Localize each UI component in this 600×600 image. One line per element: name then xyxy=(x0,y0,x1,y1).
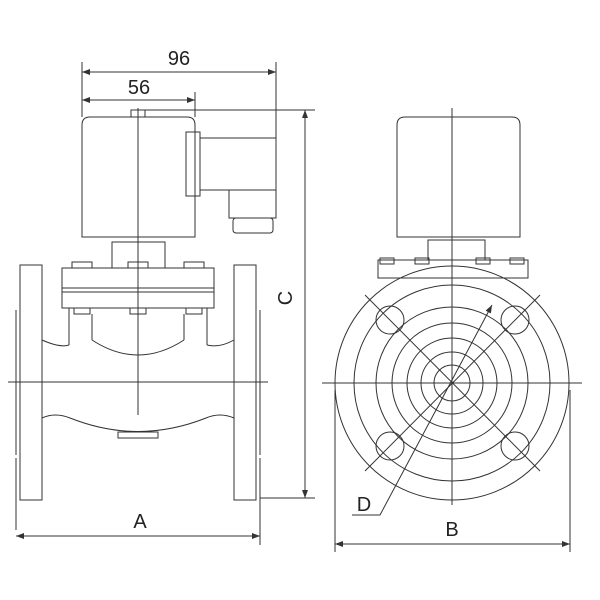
connector-box xyxy=(199,137,277,191)
bolt-hole xyxy=(375,305,405,335)
drain-plug xyxy=(117,431,159,439)
bolt-hole xyxy=(500,305,530,335)
bolt-hole xyxy=(375,431,405,461)
dim-d: D xyxy=(357,494,371,516)
connector-gland xyxy=(228,189,277,219)
dim-96: 96 xyxy=(168,48,190,70)
connector-cap xyxy=(232,217,274,234)
dim-56: 56 xyxy=(128,77,150,99)
dim-b: B xyxy=(445,519,458,541)
dimension-lines xyxy=(16,62,571,552)
dim-c: C xyxy=(275,291,297,305)
front-view xyxy=(322,108,582,505)
connector-plate xyxy=(185,131,201,197)
bolt-hole xyxy=(500,431,530,461)
coil xyxy=(81,116,196,238)
dim-a: A xyxy=(133,511,147,533)
coil-front xyxy=(396,116,521,238)
side-view xyxy=(8,108,277,530)
